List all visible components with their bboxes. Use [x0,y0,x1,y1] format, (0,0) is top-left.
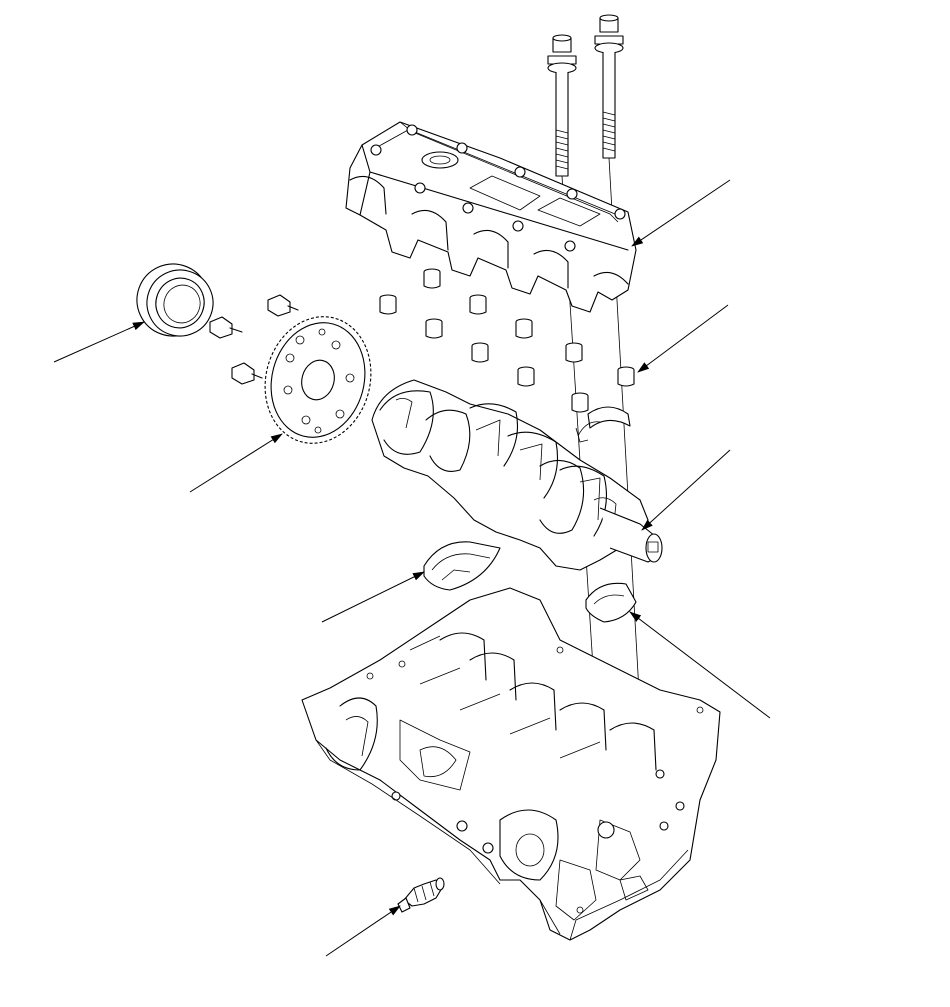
crankshaft [371,379,663,571]
lower-main-bearings [423,541,637,623]
reluctor-ring-bolts [209,294,299,385]
crank-pulse-reluctor-ring [264,316,372,444]
callout-leaders [53,179,771,957]
bearing-cap-bridge [345,121,637,313]
leader-crankshaft-oil-seal [53,321,145,363]
bolt-right [594,14,643,746]
leader-crank-pulse-reluctor-ring [189,433,283,493]
leader-dowel-pins [637,304,729,373]
leader-crankshaft [641,449,731,531]
bearing-cap-bolts [547,14,643,746]
cylinder-block [301,587,721,941]
knock-sensor [397,877,445,913]
leader-bearing-cap-bridge [631,179,731,247]
leader-upper-main-bearings [321,571,425,623]
bearing-shell-right [585,582,637,623]
leader-knock-sensor [325,905,401,957]
bearing-shell-left [423,541,501,591]
dowel-pins [379,268,635,413]
crankshaft-oil-seal [136,263,214,337]
leader-lower-main-bearings [629,611,771,719]
bolt-left [547,34,597,716]
upper-main-bearings [575,406,631,443]
